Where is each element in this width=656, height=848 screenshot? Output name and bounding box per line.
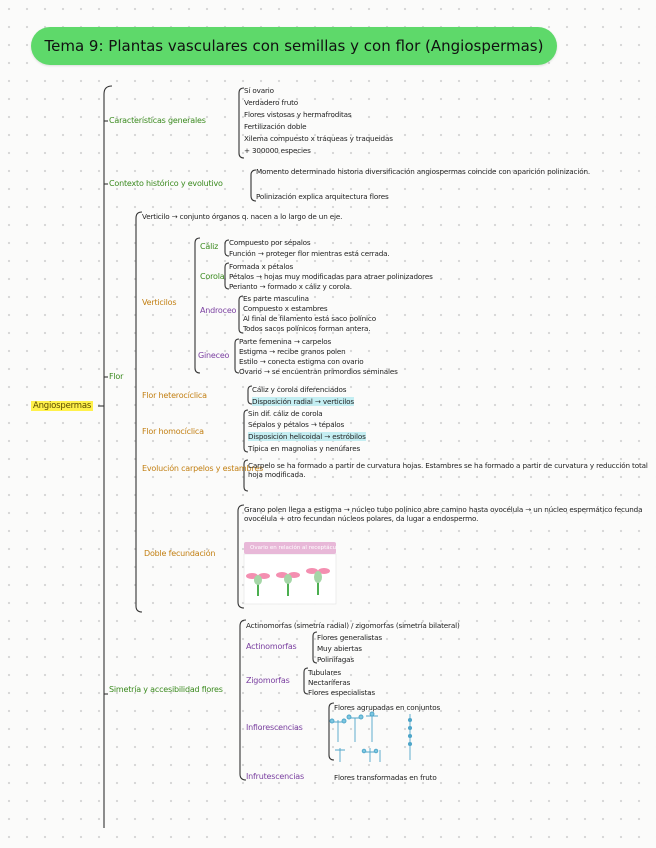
zigomorfas-item: Flores especialistas <box>308 688 375 697</box>
inflorescence-sketch <box>329 711 413 762</box>
simetria-label: Simetría y accesibilidad flores <box>109 685 223 694</box>
corola-label: Corola <box>200 272 225 281</box>
evolucion-label: Evolución carpelos y estambres <box>142 464 264 473</box>
contexto-label: Contexto histórico y evolutivo <box>109 179 223 188</box>
gineceo-item: Ovario → se encuentran primordios semina… <box>239 367 398 376</box>
zigomorfas-item: Nectaríferas <box>308 678 351 687</box>
androceo-item: Compuesto x estambres <box>243 304 328 313</box>
gineceo-item: Estigma → recibe granos polen <box>239 347 346 356</box>
gineceo-item: Estilo → conecta estigma con ovario <box>239 357 364 366</box>
heterociclica-label: Flor heterocíclica <box>142 391 207 400</box>
caliz-label: Cáliz <box>200 242 219 251</box>
androceo-item: Es parte masculina <box>243 294 309 303</box>
inflorescencias-label: Inflorescencias <box>246 723 303 732</box>
zigomorfas-item: Tubulares <box>308 668 341 677</box>
caracteristica-item: Sí ovario <box>244 86 274 95</box>
caracteristica-item: Flores vistosas y hermafroditas <box>244 110 352 119</box>
corola-item: Pétalos → hojas muy modificadas para atr… <box>229 272 433 281</box>
infrutescencias-text: Flores transformadas en fruto <box>334 773 437 782</box>
page-title: Tema 9: Plantas vasculares con semillas … <box>31 27 557 65</box>
verticilo-definition: Verticilo → conjunto órganos q. nacen a … <box>142 212 343 221</box>
fecundacion-text: Grano polen llega a estigma → núcleo tub… <box>244 505 643 523</box>
verticilos-label: Verticilos <box>142 298 177 307</box>
root-node: Angiospermas <box>31 401 94 411</box>
caliz-item: Función → proteger flor mientras está ce… <box>229 249 390 258</box>
homociclica-item: Sépalos y pétalos → tépalos <box>248 420 345 429</box>
homociclica-item: Típica en magnolias y nenúfares <box>248 444 361 453</box>
caracteristica-item: + 300000 especies <box>244 146 311 155</box>
contexto-item: Momento determinado historia diversifica… <box>256 167 590 176</box>
caracteristica-item: Verdadero fruto <box>244 98 299 107</box>
actinomorfas-label: Actinomorfas <box>246 642 297 651</box>
homociclica-item: Sin dif. cáliz de corola <box>248 409 323 418</box>
androceo-item: Todos sacos polínicos forman antera. <box>243 324 371 333</box>
heterociclica-item: Disposición radial → verticilos <box>252 397 354 406</box>
evolucion-text: Carpelo se ha formado a partir de curvat… <box>248 461 648 479</box>
actinomorfas-item: Muy abiertas <box>317 644 362 653</box>
actinomorfas-item: Polinífagas <box>317 655 355 664</box>
androceo-label: Androceo <box>200 306 237 315</box>
fecundacion-image-caption: Ovario en relación al receptáculo <box>244 542 336 554</box>
homociclica-label: Flor homocíclica <box>142 427 204 436</box>
homociclica-item: Disposición helicoidal → estróbilos <box>248 432 366 441</box>
flower-diagram-sketch <box>243 553 337 605</box>
contexto-item: Polinización explica arquitectura flores <box>256 192 389 201</box>
simetria-intro: Actinomorfas (simetría radial) / zigomor… <box>246 621 460 630</box>
caracteristica-item: Xilema compuesto x tráqueas y traqueidas <box>244 134 393 143</box>
fecundacion-label: Doble fecundación <box>144 549 216 558</box>
caliz-item: Compuesto por sépalos <box>229 238 311 247</box>
corola-item: Perianto → formado x cáliz y corola. <box>229 282 352 291</box>
flor-label: Flor <box>109 372 124 381</box>
zigomorfas-label: Zigomorfas <box>246 676 290 685</box>
gineceo-item: Parte femenina → carpelos <box>239 337 332 346</box>
heterociclica-item: Cáliz y corola diferenciados <box>252 385 347 394</box>
caracteristicas-label: Características generales <box>109 116 206 125</box>
androceo-item: Al final de filamento está saco polínico <box>243 314 376 323</box>
root-bracket <box>103 85 113 828</box>
caracteristica-item: Fertilización doble <box>244 122 307 131</box>
infrutescencias-label: Infrutescencias <box>246 772 304 781</box>
gineceo-label: Gineceo <box>198 351 230 360</box>
actinomorfas-item: Flores generalistas <box>317 633 382 642</box>
corola-item: Formada x pétalos <box>229 262 294 271</box>
inflorescencias-text: Flores agrupadas en conjuntos <box>334 703 441 712</box>
